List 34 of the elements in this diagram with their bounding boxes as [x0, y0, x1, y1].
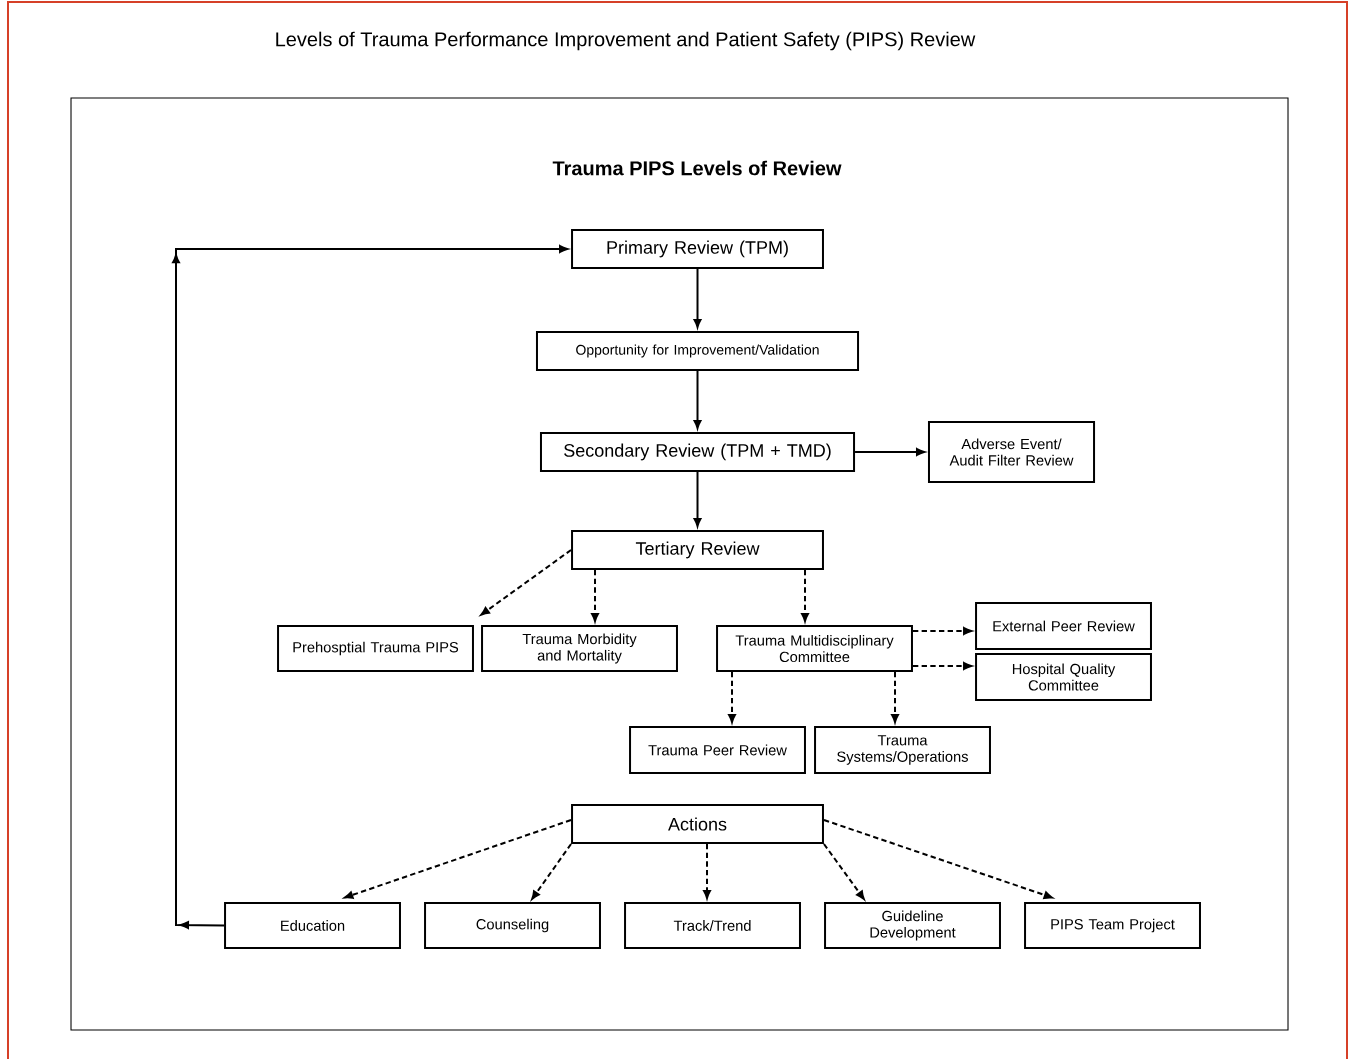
process-box: Actions: [571, 804, 824, 844]
process-box: Opportunity for Improvement/Validation: [536, 331, 860, 371]
process-box: Secondary Review (TPM + TMD): [540, 432, 856, 472]
arrow: [801, 569, 809, 622]
arrow: [172, 245, 569, 929]
arrow: [891, 671, 899, 723]
process-box: Counseling: [424, 901, 601, 950]
process-box: Education: [224, 901, 401, 950]
heading: Trauma PIPS Levels of Review: [552, 160, 842, 176]
arrow: [854, 448, 925, 456]
process-box: Hospital Quality Committee: [975, 653, 1152, 701]
process-box: PIPS Team Project: [1024, 901, 1201, 950]
arrow: [912, 627, 973, 635]
arrow: [531, 843, 573, 900]
process-box: Guideline Development: [824, 901, 1001, 950]
arrow: [823, 843, 865, 900]
process-box: Track/Trend: [624, 901, 801, 950]
process-box: Trauma Multidisciplinary Committee: [716, 624, 913, 673]
process-box: External Peer Review: [975, 602, 1152, 650]
process-box: Trauma Morbidity and Mortality: [481, 624, 678, 673]
arrow: [344, 819, 573, 899]
arrow: [823, 819, 1053, 899]
process-box: Tertiary Review: [571, 530, 824, 570]
arrow: [728, 671, 736, 723]
process-box: Primary Review (TPM): [571, 229, 824, 269]
title: Levels of Trauma Performance Improvement and Patient Safety (PIPS) Review: [276, 31, 976, 51]
process-box: Adverse Event/ Audit Filter Review: [928, 421, 1096, 483]
arrow: [912, 662, 973, 670]
process-box: Trauma Peer Review: [629, 726, 806, 774]
arrow: [480, 549, 573, 616]
arrow: [591, 569, 599, 622]
process-box: Prehosptial Trauma PIPS: [277, 624, 474, 673]
arrow: [703, 843, 711, 899]
process-box: Trauma Systems/Operations: [814, 726, 991, 774]
